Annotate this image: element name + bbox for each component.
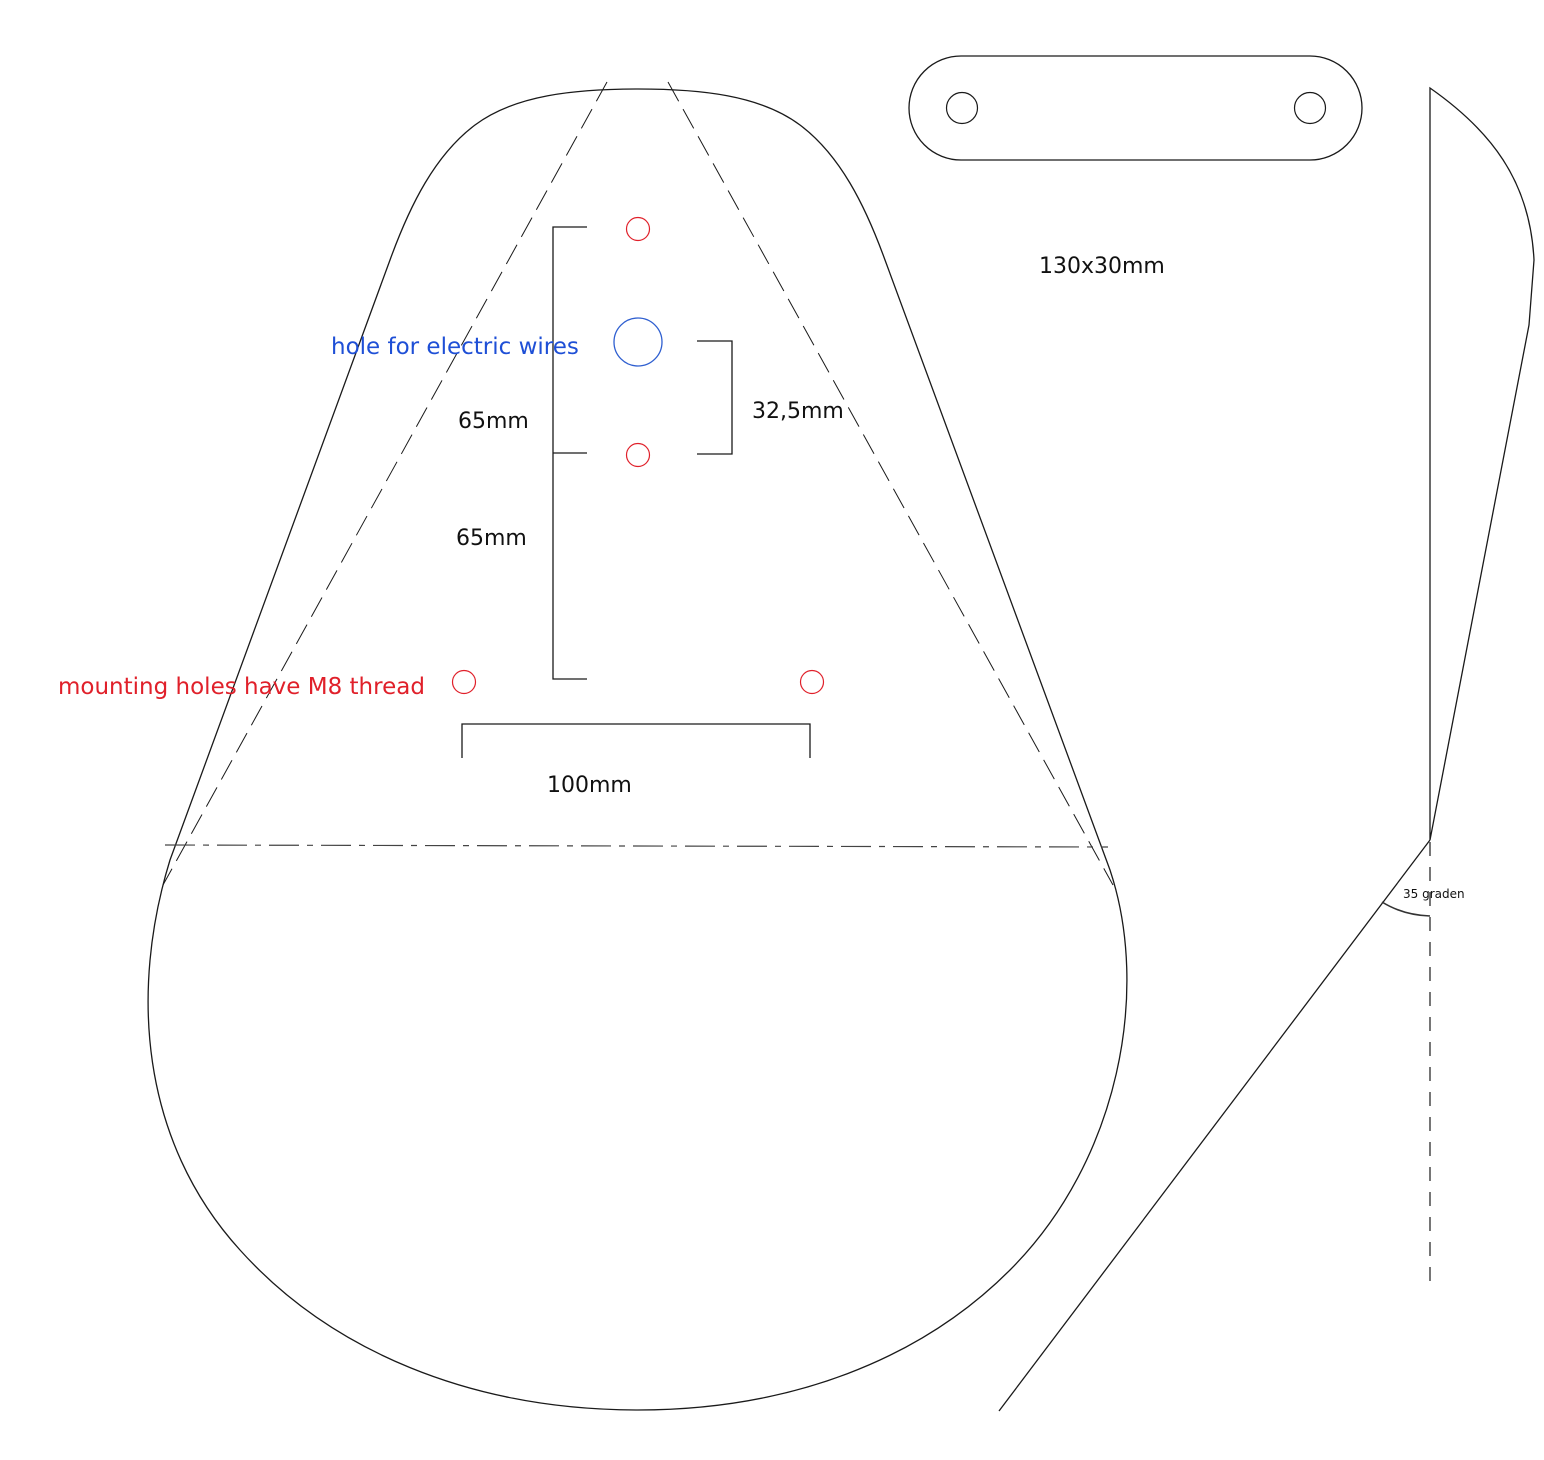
- dimension-label-65-lower: 65mm: [456, 526, 527, 551]
- bracket-hole-left: [945, 91, 979, 125]
- bracket-size-label: 130x30mm: [1039, 254, 1165, 279]
- mounting-hole-left: [451, 669, 477, 695]
- construction-line-left: [162, 81, 608, 886]
- bracket-hole-right: [1293, 91, 1327, 125]
- bracket-part: [908, 55, 1363, 161]
- mounting-hole-middle: [625, 442, 651, 468]
- wire-hole: [613, 317, 663, 367]
- bend-line: [164, 844, 1109, 848]
- dimension-label-100: 100mm: [547, 773, 632, 798]
- dimension-bracket-32-5: [697, 340, 733, 455]
- mounting-hole-top: [625, 216, 651, 242]
- mounting-hole-right: [799, 669, 825, 695]
- angled-line: [998, 839, 1431, 1412]
- construction-line-right: [667, 81, 1114, 886]
- plate-outline: [147, 88, 1128, 1411]
- angle-label: 35 graden: [1403, 887, 1465, 901]
- angle-arc: [1381, 901, 1431, 917]
- dimension-bracket-100: [461, 723, 811, 758]
- side-profile: [1429, 86, 1535, 841]
- dimension-bracket-130: [552, 226, 587, 680]
- hole-note-label: hole for electric wires: [331, 334, 579, 360]
- dimension-label-32-5: 32,5mm: [752, 399, 844, 424]
- mount-note-label: mounting holes have M8 thread: [58, 674, 425, 700]
- dimension-label-65-upper: 65mm: [458, 409, 529, 434]
